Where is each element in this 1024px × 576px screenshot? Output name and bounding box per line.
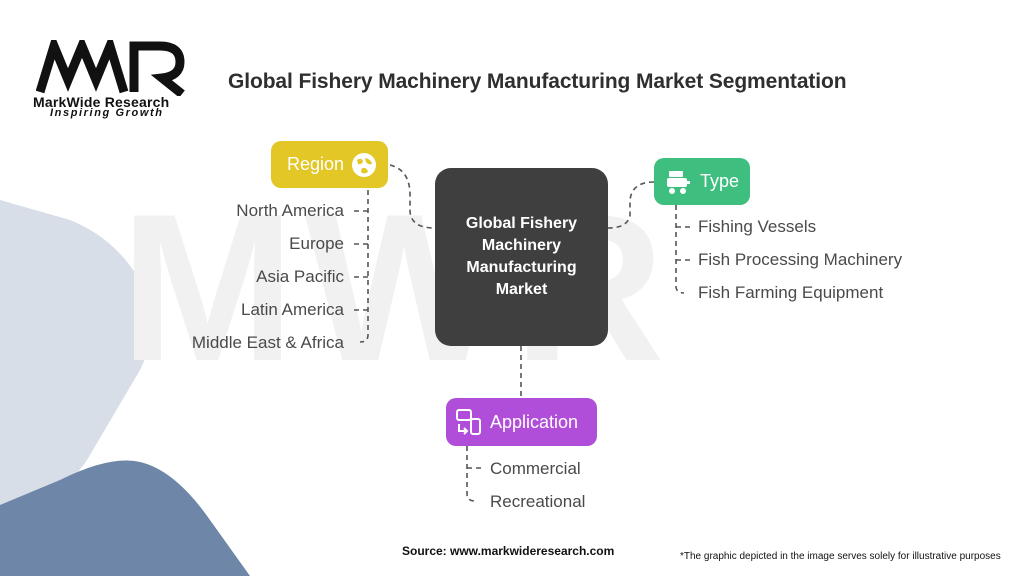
region-item-europe: Europe [289, 234, 344, 253]
type-item-fish-processing-machinery: Fish Processing Machinery [698, 250, 903, 269]
region-item-asia-pacific: Asia Pacific [256, 267, 344, 286]
type-item-fishing-vessels: Fishing Vessels [698, 217, 817, 236]
logo-tagline: Inspiring Growth [50, 107, 164, 119]
segment-type-label: Type [700, 171, 740, 191]
devices-sync-icon [456, 409, 481, 435]
region-item-north-america: North America [236, 201, 344, 220]
source-credit: Source: www.markwideresearch.com [402, 544, 615, 558]
illustrative-note: *The graphic depicted in the image serve… [680, 551, 1001, 562]
logo-company-name: MarkWide Research [33, 94, 170, 110]
conveyor-machine-icon [667, 171, 690, 194]
markwide-logo-mark [36, 40, 185, 96]
region-item-latin-america: Latin America [241, 300, 344, 319]
center-node: Global Fishery Machinery Manufacturing M… [435, 168, 608, 346]
application-item-commercial: Commercial [490, 459, 581, 478]
segment-type-pill: Type [654, 158, 750, 205]
segment-region-pill: Region [271, 141, 388, 188]
region-item-middle-east-africa: Middle East & Africa [191, 333, 344, 352]
globe-icon [352, 153, 376, 177]
segment-application-label: Application [490, 411, 579, 432]
segment-application-pill: Application [446, 398, 597, 446]
application-item-recreational: Recreational [490, 492, 586, 511]
type-item-fish-farming-equipment: Fish Farming Equipment [698, 283, 884, 302]
segment-region-label: Region [287, 154, 345, 174]
page-title: Global Fishery Machinery Manufacturing M… [228, 70, 847, 93]
